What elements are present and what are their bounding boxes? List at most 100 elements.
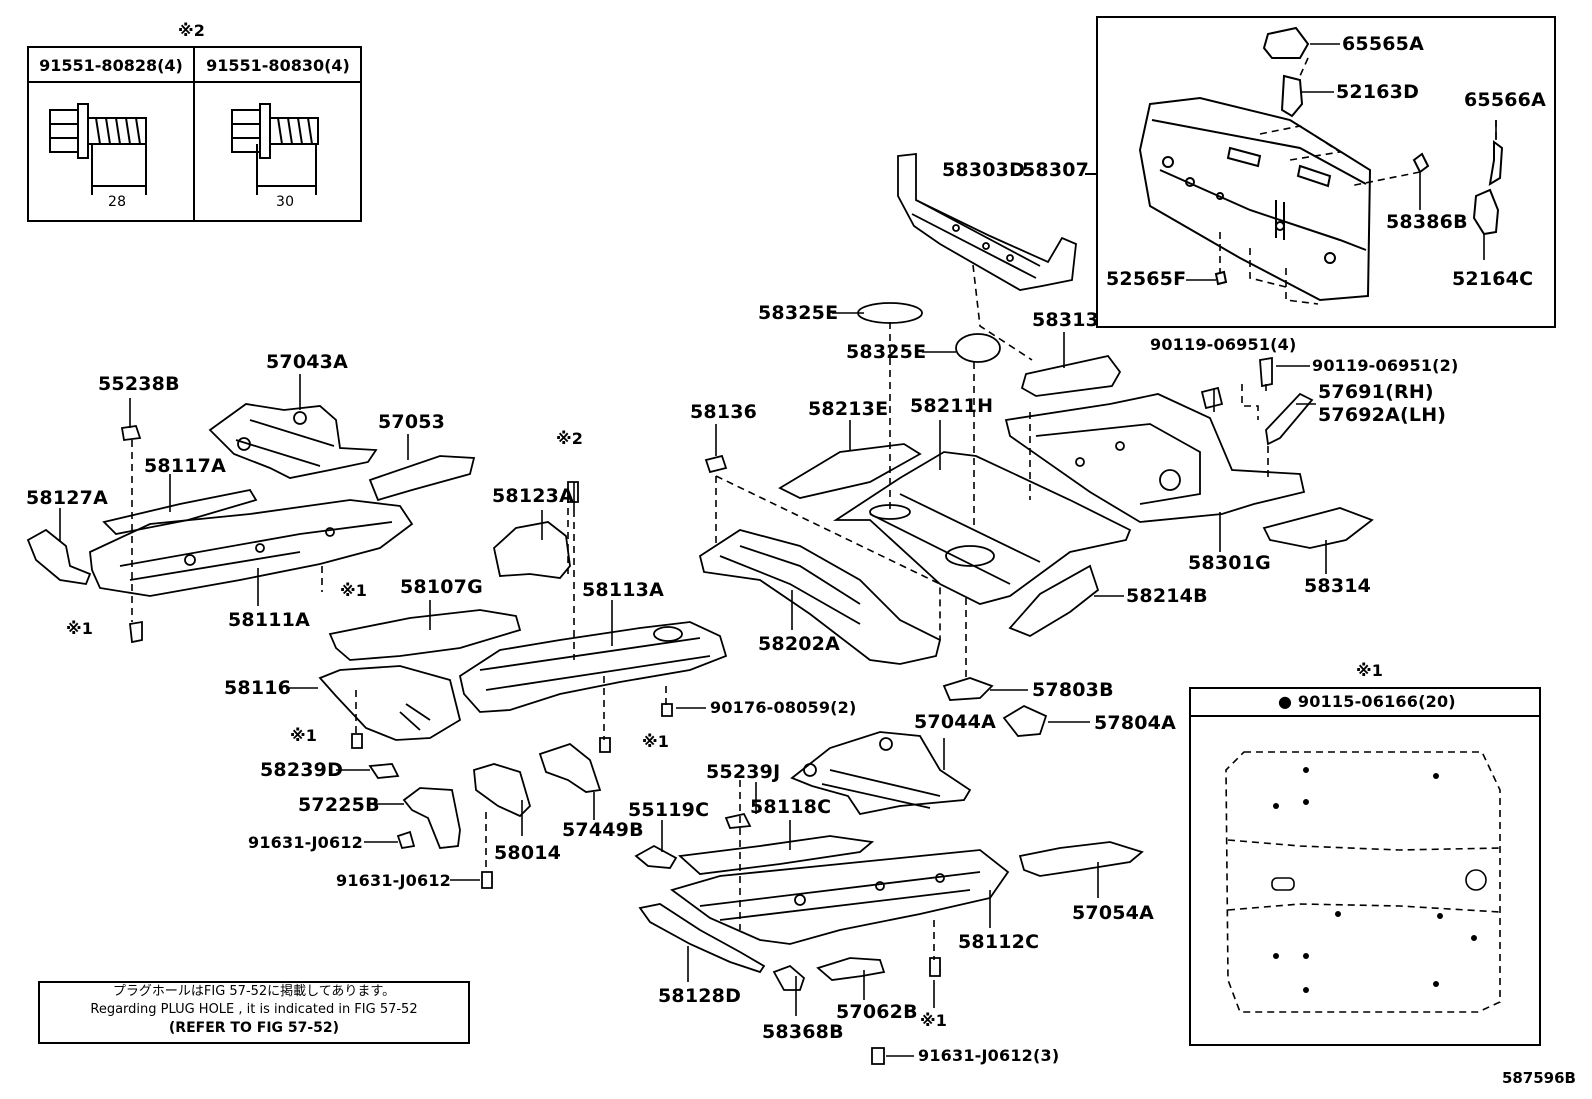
bracket-52164C-shape xyxy=(1472,188,1500,236)
bracket-58127A-shape xyxy=(26,528,92,585)
bracket-58314-shape xyxy=(1262,507,1374,549)
bolt-length-1: 28 xyxy=(108,194,127,210)
part-label: 58307 xyxy=(1022,159,1090,181)
bolt-91631-b-shape xyxy=(481,871,493,889)
nut-91631-a-shape xyxy=(396,830,416,850)
mark-2: ※2 xyxy=(556,429,584,448)
part-label: 57225B xyxy=(298,794,380,816)
part-label: 58107G xyxy=(400,576,483,598)
pad-58325E-upper xyxy=(857,302,923,324)
part-label: 55119C xyxy=(628,799,710,821)
bolt-91631-c-shape xyxy=(871,1047,885,1065)
part-label: 58211H xyxy=(910,395,994,417)
part-label: 57043A xyxy=(266,351,349,373)
mark-1: ※1 xyxy=(642,732,670,751)
bolt-58111A-shape xyxy=(129,620,143,644)
part-label: 58239D xyxy=(260,759,344,781)
bolt-58116-shape xyxy=(351,733,363,749)
part-label: 58118C xyxy=(750,796,832,818)
mark-1: ※1 xyxy=(66,619,94,638)
part-label: 58325E xyxy=(846,341,927,363)
part-label: 57691(RH) xyxy=(1318,381,1434,403)
bracket-57054A-shape xyxy=(1018,841,1144,877)
rear-floor-pan-58301G-shape xyxy=(1004,393,1306,523)
part-label: 58213E xyxy=(808,398,889,420)
part-label: 58123A xyxy=(492,485,575,507)
bracket-58014-shape xyxy=(473,763,532,818)
bolt-icon xyxy=(231,103,319,195)
crossmember-57044A-shape xyxy=(790,731,972,816)
bracket-58368B-shape xyxy=(772,964,806,991)
part-label: 57804A xyxy=(1094,712,1177,734)
bracket-57449B-shape xyxy=(538,742,602,793)
bolt-icon xyxy=(49,103,147,195)
bracket-58213E-shape xyxy=(778,443,922,499)
part-label: 52565F xyxy=(1106,268,1187,290)
part-label: 55239J xyxy=(706,761,781,783)
clip-55239J-shape xyxy=(724,812,752,829)
bracket-52163D-shape xyxy=(1280,74,1304,118)
bolt-part-number-2: 91551-80830(4) xyxy=(206,56,350,75)
plug-part-number: ● 90115-06166(20) xyxy=(1278,692,1456,711)
part-label: 58128D xyxy=(658,985,742,1007)
plug-hole-round xyxy=(1465,869,1487,891)
figure-id: 587596B xyxy=(1501,1069,1576,1087)
bolt-58112C-shape xyxy=(929,957,941,977)
part-label: 58386B xyxy=(1386,211,1468,233)
plug-hole-oval xyxy=(1271,877,1295,891)
note-line-en: Regarding PLUG HOLE , it is indicated in… xyxy=(90,1002,418,1017)
part-label: 58014 xyxy=(494,842,562,864)
clip-58239D-shape xyxy=(368,763,400,779)
plug-hole-note: プラグホールはFIG 57-52に掲載してあります。 Regarding PLU… xyxy=(38,981,470,1044)
bolt-58113A-shape xyxy=(599,737,611,753)
clip-58136-shape xyxy=(704,454,728,474)
bracket-57804A-shape xyxy=(1002,704,1048,737)
floor-pan-58111A-shape xyxy=(89,499,414,597)
part-label: 52164C xyxy=(1452,268,1534,290)
reinforcement-58118C-shape xyxy=(677,835,875,875)
part-label: 58113A xyxy=(582,579,665,601)
floor-pan-58211H-shape xyxy=(832,451,1132,605)
part-label: 57053 xyxy=(378,411,446,433)
bracket-58214B-shape xyxy=(1008,564,1100,638)
rail-58128D-shape xyxy=(638,903,766,974)
bolt-part-number-1: 91551-80828(4) xyxy=(39,56,183,75)
part-label: 90119-06951(4) xyxy=(1150,335,1297,354)
note-line-jp: プラグホールはFIG 57-52に掲載してあります。 xyxy=(112,984,396,999)
bracket-58313-shape xyxy=(1020,354,1122,397)
part-label: 52163D xyxy=(1336,81,1420,103)
mark-2-header: ※2 xyxy=(178,21,206,40)
part-label: 58313 xyxy=(1032,309,1100,331)
note-line-ref: (REFER TO FIG 57-52) xyxy=(168,1020,340,1036)
bolt-58123A-shape xyxy=(567,481,579,503)
bracket-57225B-shape xyxy=(402,787,461,849)
part-label: 57692A(LH) xyxy=(1318,404,1447,426)
bracket-55119C-shape xyxy=(634,844,678,869)
clip-58386B-shape xyxy=(1412,152,1430,174)
reinforcement-58117A-shape xyxy=(102,488,258,535)
crossmember-57043A-shape xyxy=(208,403,378,479)
part-label: 91631-J0612 xyxy=(248,833,363,852)
mark-1: ※1 xyxy=(290,726,318,745)
part-label: 58127A xyxy=(26,487,109,509)
mark-1-header: ※1 xyxy=(1356,661,1384,680)
part-label: 58301G xyxy=(1188,552,1271,574)
side-member-58202A-shape xyxy=(698,529,942,665)
pad-58325E-lower xyxy=(955,333,1001,363)
part-label: 91631-J0612(3) xyxy=(918,1046,1060,1065)
part-label: 58136 xyxy=(690,401,758,423)
part-label: 57803B xyxy=(1032,679,1114,701)
part-label: 58214B xyxy=(1126,585,1208,607)
part-label: 57044A xyxy=(914,711,997,733)
clip-52565F-shape xyxy=(1214,270,1228,286)
part-label: 58368B xyxy=(762,1021,844,1043)
rear-panel-shape xyxy=(1138,96,1372,302)
bracket-65566A-shape xyxy=(1488,140,1504,186)
mark-1: ※1 xyxy=(920,1011,948,1030)
part-label: 57449B xyxy=(562,819,644,841)
clip-55238B-shape xyxy=(120,425,142,442)
part-label: 58303D xyxy=(942,159,1026,181)
floor-pan-58112C-shape xyxy=(670,849,1010,945)
mark-1: ※1 xyxy=(340,581,368,600)
